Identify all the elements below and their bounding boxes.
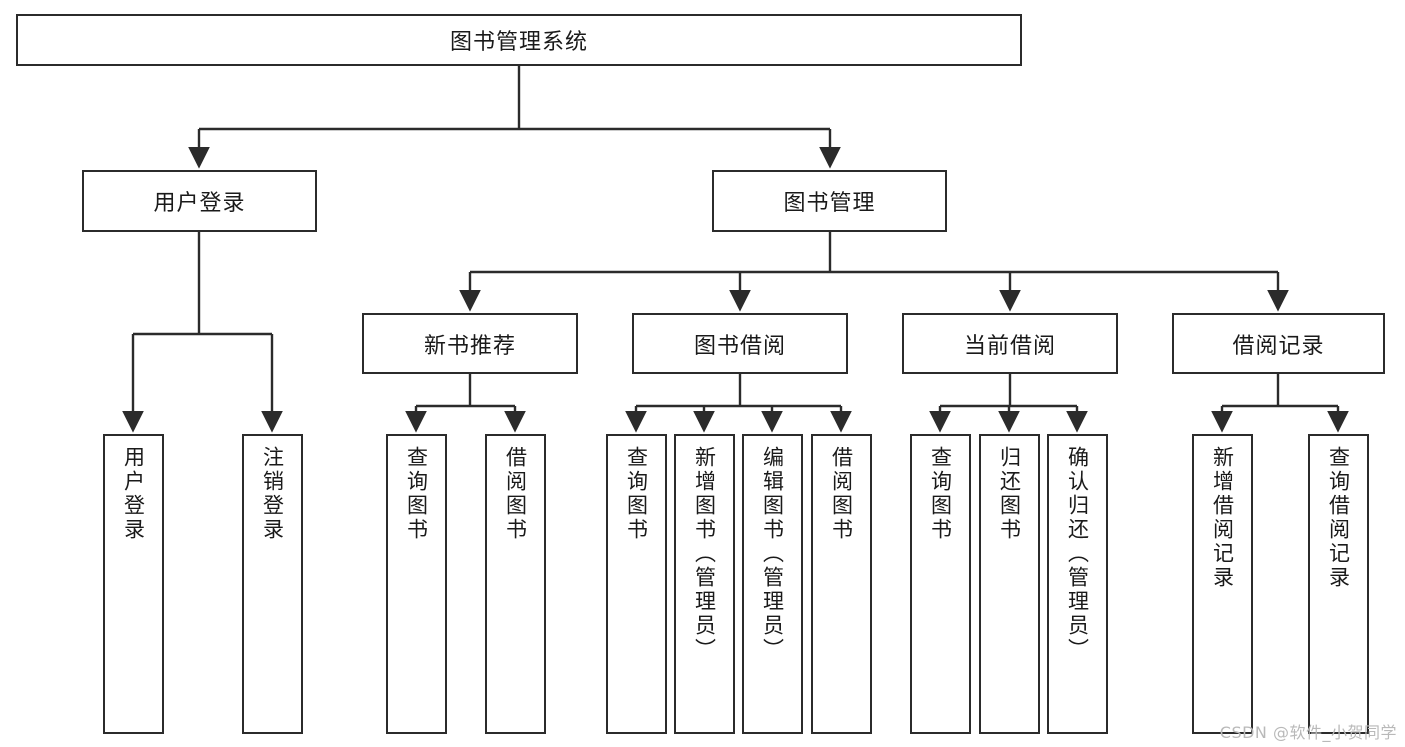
node-leaf-query-book-2[interactable]: 查询图书: [606, 434, 667, 734]
node-root-label: 图书管理系统: [449, 30, 588, 55]
node-leaf-borrow-book-1-label: 借阅图书: [503, 446, 528, 542]
node-new-book-rec[interactable]: 新书推荐: [362, 313, 578, 374]
node-book-mgmt[interactable]: 图书管理: [712, 170, 947, 232]
node-leaf-user-logout[interactable]: 注销登录: [242, 434, 303, 734]
node-leaf-add-book-label: 新增图书（管理员）: [692, 446, 717, 662]
node-leaf-borrow-book-2-label: 借阅图书: [829, 446, 854, 542]
node-leaf-query-book-3-label: 查询图书: [928, 446, 953, 542]
node-leaf-user-logout-label: 注销登录: [260, 446, 285, 542]
node-leaf-query-book-1[interactable]: 查询图书: [386, 434, 447, 734]
node-current-borrow-label: 当前借阅: [963, 333, 1056, 359]
node-leaf-query-record[interactable]: 查询借阅记录: [1308, 434, 1369, 734]
node-leaf-query-record-label: 查询借阅记录: [1326, 446, 1351, 590]
node-book-mgmt-label: 图书管理: [783, 191, 876, 216]
node-user-login[interactable]: 用户登录: [82, 170, 317, 232]
node-current-borrow[interactable]: 当前借阅: [902, 313, 1118, 374]
node-leaf-user-login[interactable]: 用户登录: [103, 434, 164, 734]
node-leaf-edit-book[interactable]: 编辑图书（管理员）: [742, 434, 803, 734]
node-leaf-query-book-3[interactable]: 查询图书: [910, 434, 971, 734]
node-leaf-return-book-label: 归还图书: [997, 446, 1022, 542]
node-leaf-add-record-label: 新增借阅记录: [1210, 446, 1235, 590]
node-leaf-add-book[interactable]: 新增图书（管理员）: [674, 434, 735, 734]
node-new-book-rec-label: 新书推荐: [423, 333, 516, 359]
node-leaf-edit-book-label: 编辑图书（管理员）: [760, 446, 785, 662]
node-book-borrow[interactable]: 图书借阅: [632, 313, 848, 374]
node-leaf-borrow-book-2[interactable]: 借阅图书: [811, 434, 872, 734]
node-leaf-confirm-return-label: 确认归还（管理员）: [1065, 446, 1090, 662]
node-borrow-record-label: 借阅记录: [1232, 333, 1325, 359]
node-book-borrow-label: 图书借阅: [693, 333, 786, 359]
watermark-text: CSDN @软件_小贺同学: [1219, 723, 1397, 742]
node-leaf-borrow-book-1[interactable]: 借阅图书: [485, 434, 546, 734]
node-leaf-query-book-1-label: 查询图书: [404, 446, 429, 542]
node-leaf-return-book[interactable]: 归还图书: [979, 434, 1040, 734]
node-borrow-record[interactable]: 借阅记录: [1172, 313, 1385, 374]
node-leaf-query-book-2-label: 查询图书: [624, 446, 649, 542]
node-root[interactable]: 图书管理系统: [16, 14, 1022, 66]
node-leaf-user-login-label: 用户登录: [121, 446, 146, 542]
node-leaf-confirm-return[interactable]: 确认归还（管理员）: [1047, 434, 1108, 734]
node-user-login-label: 用户登录: [153, 191, 246, 216]
node-leaf-add-record[interactable]: 新增借阅记录: [1192, 434, 1253, 734]
